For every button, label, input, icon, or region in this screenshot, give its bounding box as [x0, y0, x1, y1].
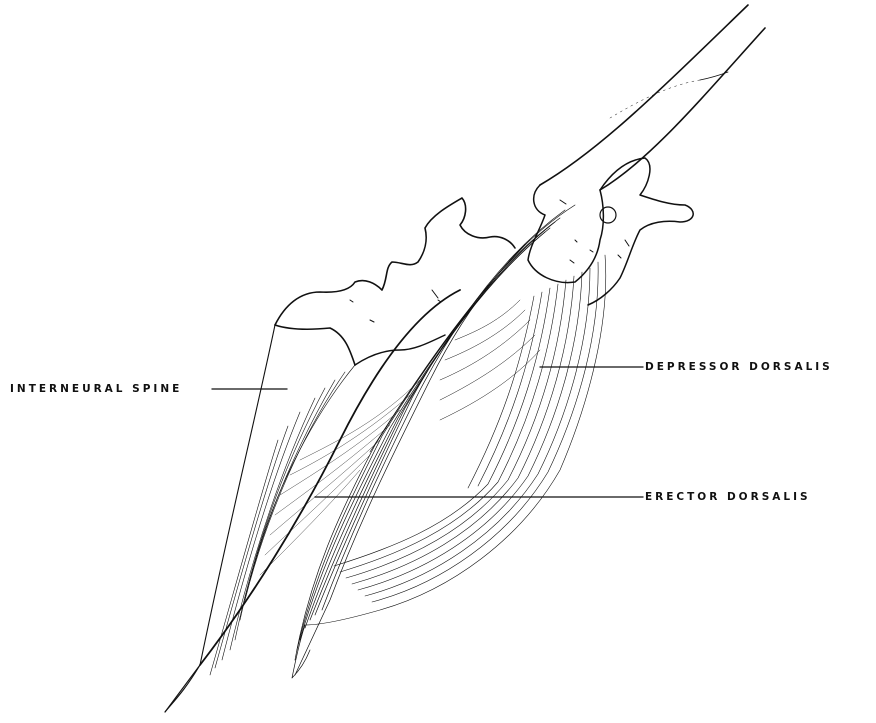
depressor-dorsalis-muscle — [305, 255, 606, 625]
spine-shaft — [165, 290, 460, 712]
fine-fibers — [260, 380, 420, 575]
label-interneural-spine: INTERNEURAL SPINE — [10, 383, 182, 395]
interneural-spine-bone — [275, 198, 515, 365]
label-erector-dorsalis: ERECTOR DORSALIS — [645, 491, 811, 503]
label-depressor-dorsalis: DEPRESSOR DORSALIS — [645, 361, 833, 373]
erector-dorsalis-muscle — [292, 205, 575, 678]
fin-ray-base — [528, 158, 693, 305]
fin-ray-shaft — [540, 5, 765, 190]
